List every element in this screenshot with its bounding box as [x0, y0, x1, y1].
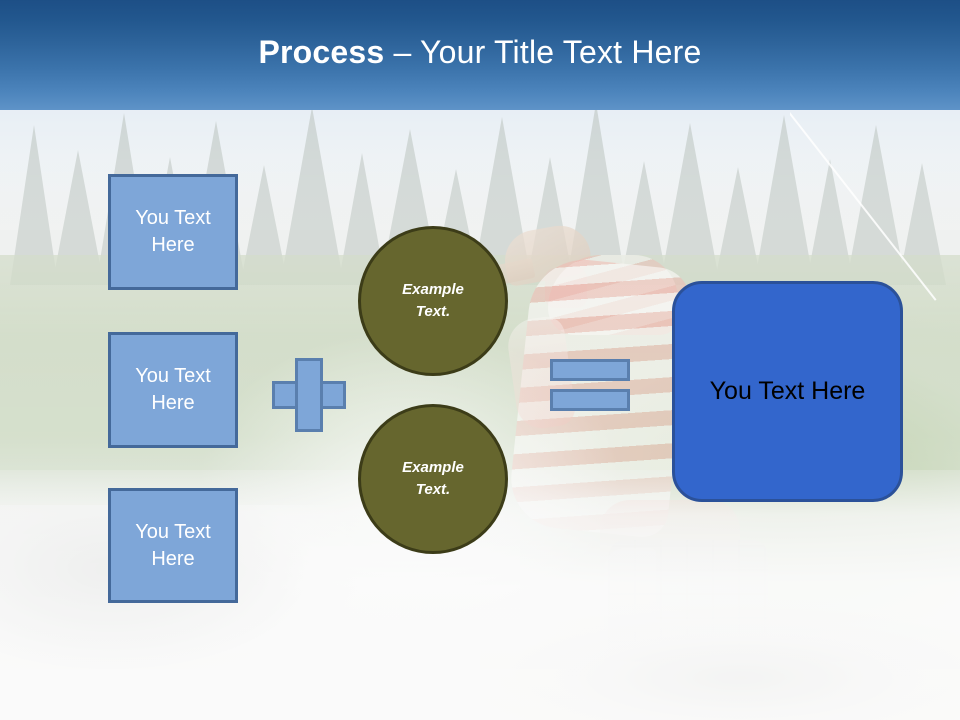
input-box-2[interactable]: You Text Here — [108, 332, 238, 448]
example-circle-2[interactable]: Example Text. — [358, 404, 508, 554]
plus-icon — [272, 358, 346, 432]
example-circle-1-line2: Text. — [415, 303, 451, 320]
page-title: Process – Your Title Text Here — [258, 34, 701, 71]
slide-header: Process – Your Title Text Here — [0, 0, 960, 110]
input-box-1-line2: Here — [151, 234, 195, 256]
page-title-rest: – Your Title Text Here — [384, 33, 702, 70]
input-box-1[interactable]: You Text Here — [108, 174, 238, 290]
input-box-3-line1: You Text — [135, 520, 211, 543]
example-circle-1[interactable]: Example Text. — [358, 226, 508, 376]
page-title-strong: Process — [258, 33, 385, 70]
equals-icon — [550, 359, 630, 411]
input-box-3[interactable]: You Text Here — [108, 488, 238, 603]
plus-center-fill — [298, 384, 320, 406]
equals-top-bar — [550, 359, 630, 381]
equals-bottom-bar — [550, 389, 630, 411]
example-circle-2-line2: Text. — [415, 481, 451, 498]
input-box-1-line1: You Text — [135, 207, 211, 229]
result-box[interactable]: You Text Here — [672, 281, 903, 502]
input-box-2-line2: Here — [151, 392, 195, 414]
input-box-3-line2: Here — [151, 547, 195, 570]
example-circle-1-line1: Example — [402, 280, 464, 298]
golf-club-shaft — [790, 112, 960, 302]
input-box-2-line1: You Text — [135, 365, 211, 387]
result-box-label: You Text Here — [709, 377, 866, 405]
example-circle-2-line1: Example — [402, 458, 464, 476]
